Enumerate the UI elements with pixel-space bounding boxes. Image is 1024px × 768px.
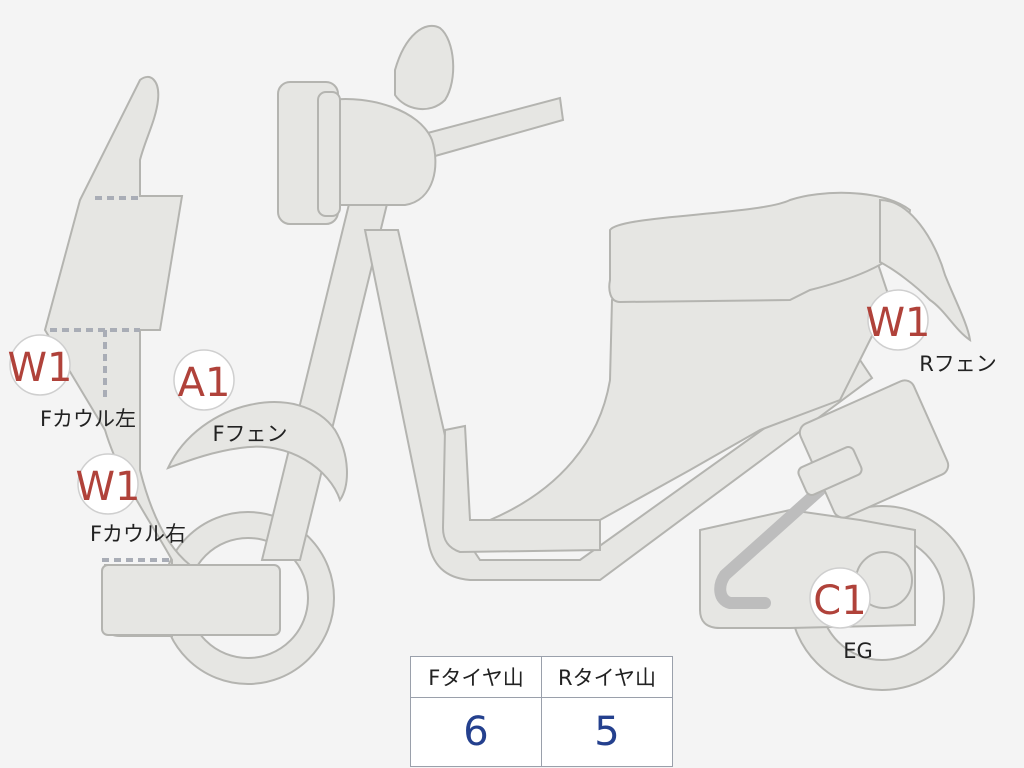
rear-tire-header: Rタイヤ山 xyxy=(541,656,673,698)
rear-body xyxy=(489,238,892,521)
badge-code: W1 xyxy=(8,345,73,391)
badge-f-fender: A1 Fフェン xyxy=(173,349,288,446)
badge-code: W1 xyxy=(76,464,141,510)
badge-code: W1 xyxy=(866,300,931,346)
table-row: 6 5 xyxy=(410,697,673,767)
seat xyxy=(608,191,912,304)
badge-label: Fカウル左 xyxy=(40,407,136,431)
front-tire-header: Fタイヤ山 xyxy=(410,656,542,698)
badge-code: C1 xyxy=(813,578,866,624)
front-cowl xyxy=(43,75,193,637)
badge-label: Rフェン xyxy=(919,352,997,376)
badge-engine: C1 EG xyxy=(809,567,873,663)
exhaust-pipe xyxy=(714,484,826,609)
front-fender xyxy=(166,401,348,503)
rear-tire-value: 5 xyxy=(541,697,673,767)
handlebar-left xyxy=(418,96,565,160)
badge-label: EG xyxy=(843,639,873,663)
frame xyxy=(363,229,874,581)
front-tire-value: 6 xyxy=(410,697,542,767)
badge-f-cowl-left: W1 Fカウル左 xyxy=(8,334,136,431)
badge-code: A1 xyxy=(178,360,231,406)
badge-f-cowl-right: W1 Fカウル右 xyxy=(76,453,186,546)
table-header-row: Fタイヤ山 Rタイヤ山 xyxy=(410,656,673,698)
muffler xyxy=(797,446,863,496)
head-body xyxy=(329,98,437,206)
rear-fender xyxy=(879,198,972,343)
badge-label: Fカウル右 xyxy=(90,522,186,546)
badge-label: Fフェン xyxy=(212,422,287,446)
tire-tread-table: Fタイヤ山 Rタイヤ山 6 5 xyxy=(410,656,673,767)
floor-board-front xyxy=(101,564,281,636)
badge-r-fender: W1 Rフェン xyxy=(866,289,997,376)
headlight xyxy=(394,25,455,111)
